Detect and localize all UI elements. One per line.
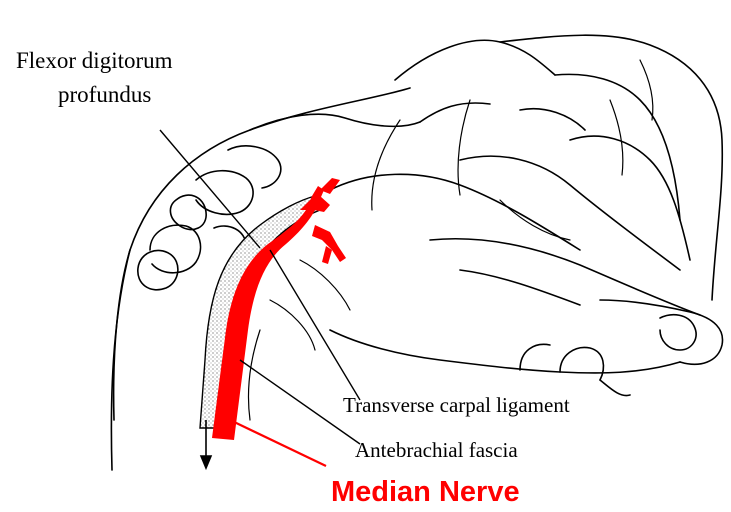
label-profundus: profundus (58, 82, 151, 108)
label-median-nerve: Median Nerve (331, 476, 520, 509)
label-transverse-carpal-ligament: Transverse carpal ligament (343, 393, 570, 418)
leader-median (230, 420, 326, 466)
label-antebrachial-fascia: Antebrachial fascia (355, 438, 518, 463)
label-flexor-digitorum: Flexor digitorum (16, 48, 173, 74)
leader-lines (160, 130, 360, 444)
leader-flexor (160, 130, 260, 248)
leader-tcl (270, 250, 360, 400)
leader-fascia (240, 360, 360, 444)
